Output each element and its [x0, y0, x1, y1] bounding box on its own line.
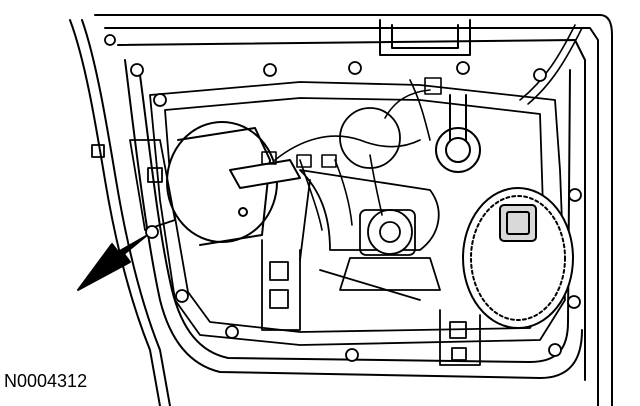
regulator-mechanism — [299, 107, 441, 301]
speaker-assembly — [462, 187, 574, 329]
inner-panel — [149, 81, 566, 346]
latch-boss — [435, 94, 481, 173]
wiring-harness — [261, 24, 583, 231]
lower-brackets — [91, 139, 481, 366]
door-panel-outline — [69, 14, 613, 406]
pointer-arrow — [77, 235, 147, 291]
mounting-bolts — [104, 34, 582, 362]
figure-id-label: N0004312 — [4, 371, 88, 391]
window-regulator-motor — [166, 121, 301, 246]
